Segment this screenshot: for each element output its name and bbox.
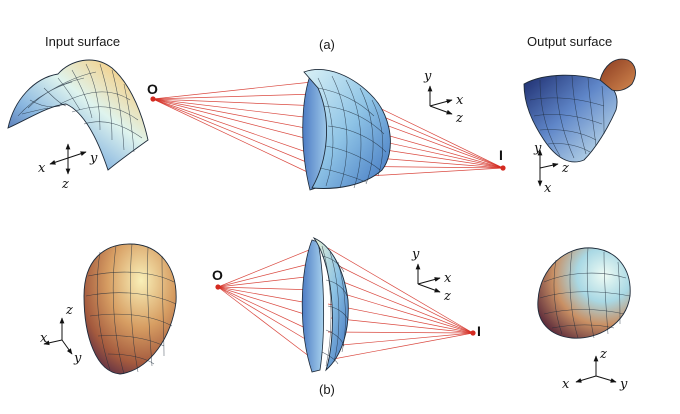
object-label-bottom: O (212, 267, 223, 283)
svg-text:x: x (456, 93, 464, 108)
svg-text:y: y (423, 69, 432, 84)
lens-bottom (301, 236, 349, 373)
output-surface-header: Output surface (527, 34, 612, 49)
svg-text:z: z (65, 303, 73, 318)
svg-text:y: y (89, 151, 98, 166)
ray-segment (152, 98, 321, 143)
panel-a-label: (a) (319, 37, 335, 52)
svg-text:x: x (38, 161, 46, 176)
svg-text:x: x (40, 331, 48, 346)
ray-segment (152, 98, 321, 107)
input-dome-surface (83, 243, 177, 375)
image-point-bottom (470, 330, 476, 336)
ray-segment (217, 286, 318, 319)
axes-bot-mid: y x z (411, 247, 452, 304)
panel-b-label: (b) (319, 382, 335, 397)
ray-segment (330, 261, 474, 334)
ray-segment (327, 275, 474, 334)
svg-text:z: z (455, 111, 463, 126)
svg-text:x: x (544, 181, 552, 196)
ray-segment (327, 247, 474, 334)
svg-text:z: z (61, 177, 69, 192)
svg-text:z: z (443, 289, 451, 304)
ray-segment (217, 247, 315, 288)
ray-segment (217, 286, 315, 361)
axes-top-mid: y x z (423, 69, 464, 126)
ray-segment (330, 317, 474, 334)
object-point-bottom (215, 284, 221, 290)
ray-segment (327, 303, 474, 334)
svg-text:y: y (411, 247, 420, 262)
ray-segment (217, 275, 315, 288)
svg-text:z: z (561, 161, 569, 176)
input-surface-header: Input surface (45, 34, 120, 49)
image-label-top: I (499, 147, 503, 163)
ray-segment (152, 98, 313, 119)
ray-segment (330, 289, 474, 334)
object-point-top (150, 96, 156, 102)
svg-text:y: y (73, 351, 82, 366)
image-point-top (500, 165, 506, 171)
axes-bot-input: z x y (40, 303, 82, 366)
svg-text:x: x (562, 377, 570, 392)
ray-segment (152, 93, 317, 100)
ray-segment (217, 261, 318, 288)
image-label-bottom: I (477, 323, 481, 339)
ray-segment (217, 286, 315, 333)
rays-bottom (217, 247, 474, 361)
ray-segment (330, 332, 474, 347)
input-saddle-surface (7, 59, 149, 171)
ray-segment (327, 331, 474, 334)
ray-segment (152, 98, 317, 167)
svg-text:y: y (533, 141, 542, 156)
ray-segment (327, 332, 474, 361)
object-label-top: O (147, 81, 158, 97)
svg-text:z: z (599, 347, 607, 362)
ray-segment (217, 286, 318, 291)
axes-top-output: y z x (533, 141, 569, 196)
ray-segment (152, 98, 313, 155)
ray-segment (152, 98, 317, 131)
output-dome-surface (537, 247, 631, 339)
axes-top-input: x y z (38, 143, 98, 192)
output-surface-top (523, 58, 636, 163)
svg-text:x: x (444, 271, 452, 286)
ray-segment (217, 286, 318, 347)
ray-segment (152, 81, 313, 100)
ray-segment (152, 98, 321, 179)
svg-text:y: y (619, 377, 628, 392)
axes-bot-output: z x y (562, 347, 628, 392)
lens-top (302, 69, 391, 191)
ray-segment (217, 286, 315, 305)
